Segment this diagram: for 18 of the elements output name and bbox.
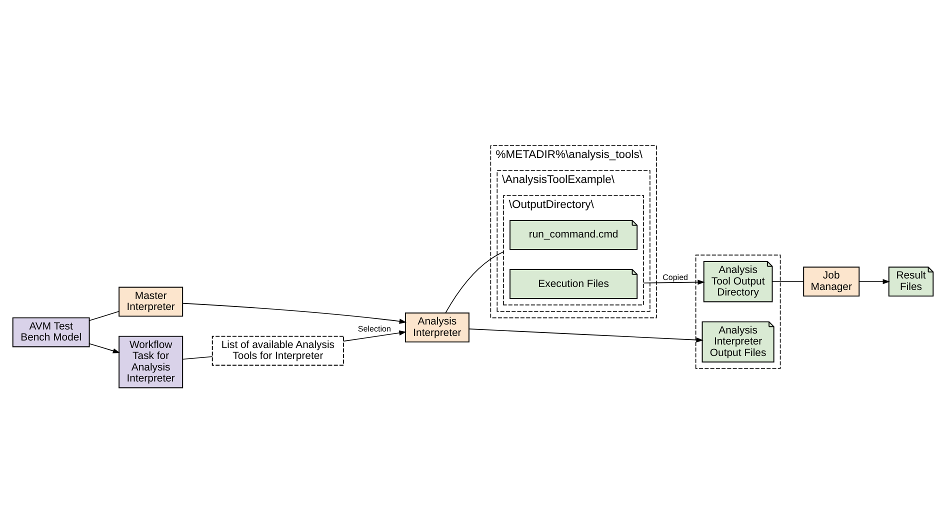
node-box: Workflow Task for Analysis Interpreter [118, 336, 184, 388]
connector [182, 356, 213, 360]
node-box: Analysis Interpreter [404, 312, 470, 342]
arrow [468, 328, 704, 342]
connector [772, 281, 804, 282]
arrow [858, 279, 890, 284]
node-box: Job Manager [803, 266, 860, 297]
node-box: List of available Analysis Tools for Interpreter [212, 336, 344, 366]
arrow [343, 330, 406, 342]
node-box: AVM Test Bench Model [12, 317, 90, 348]
edge-label: Copied [662, 272, 688, 282]
arrow [643, 280, 705, 285]
connector [89, 310, 120, 321]
node-box: Master Interpreter [118, 286, 184, 317]
connector [445, 251, 504, 314]
arrow [89, 343, 120, 354]
arrow [182, 302, 407, 324]
edge-label: Selection [358, 324, 391, 334]
